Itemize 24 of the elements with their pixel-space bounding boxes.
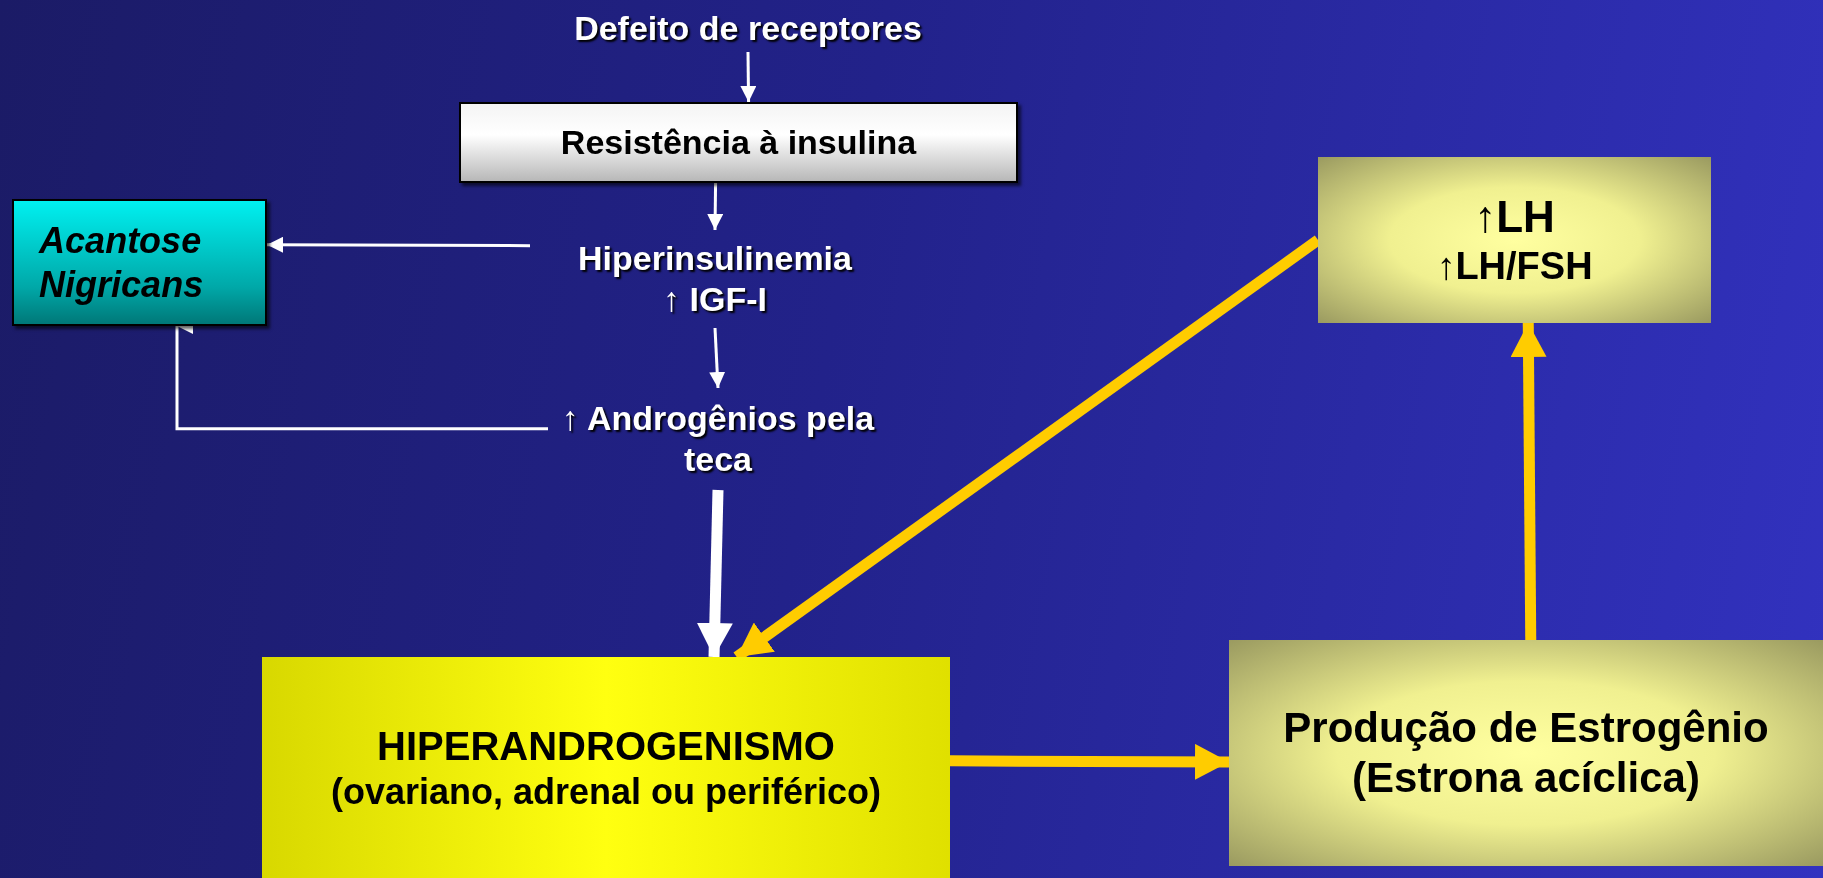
- flow-label: Defeito de receptores: [574, 7, 922, 49]
- arrow: [267, 236, 530, 253]
- hormone-box: [1318, 157, 1711, 323]
- flow-label: ↑ Androgênios pela teca: [560, 398, 876, 480]
- flow-label: Hiperinsulinemia: [578, 238, 852, 279]
- arrow: [950, 743, 1229, 780]
- arrow: [740, 52, 757, 102]
- box-text: Acantose Nigricans: [39, 219, 205, 306]
- box-text: ↑LH: [1474, 190, 1555, 243]
- arrow: [1510, 322, 1547, 641]
- box-text: ↑LH/FSH: [1436, 243, 1593, 289]
- box-text: HIPERANDROGENISMO: [377, 722, 835, 770]
- result-box: [12, 199, 267, 326]
- box-text: Resistência à insulina: [560, 122, 917, 163]
- arrow: [707, 182, 724, 231]
- arrow: [709, 327, 726, 389]
- process-box: [459, 102, 1018, 183]
- box-text: (ovariano, adrenal ou periférico): [330, 769, 882, 814]
- hormone-box: [1229, 640, 1823, 866]
- box-text: Produção de Estrogênio: [1283, 702, 1769, 753]
- condition-box: [262, 657, 950, 878]
- box-text: (Estrona acíclica): [1352, 753, 1700, 803]
- flow-label: ↑ IGF-I: [663, 279, 767, 320]
- arrow: [696, 489, 733, 658]
